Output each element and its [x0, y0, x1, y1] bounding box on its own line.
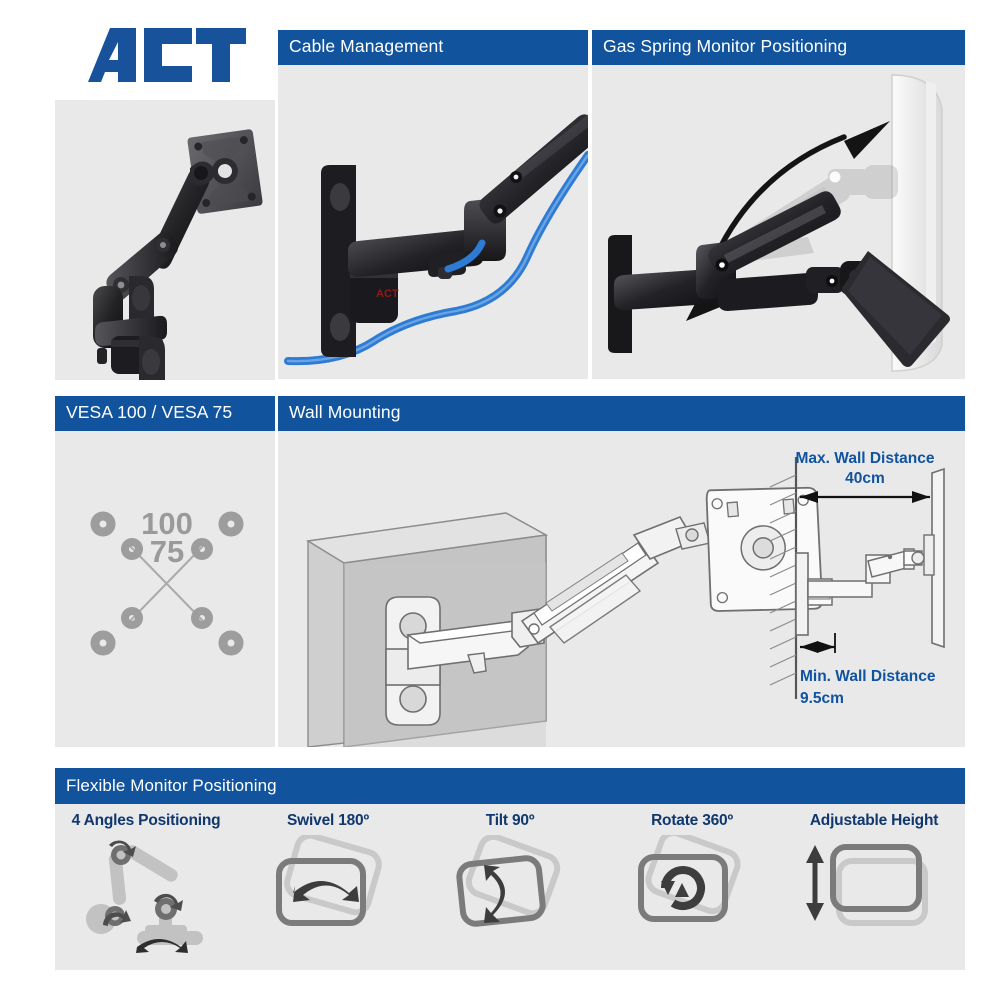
panel-cable-management-body: ACT	[278, 64, 588, 379]
max-wall-distance-label: Max. Wall Distance	[796, 450, 935, 467]
min-wall-distance-value: 9.5cm	[800, 690, 844, 707]
feature-swivel: Swivel 180º	[237, 804, 419, 970]
height-adjust-screen-icon	[806, 843, 928, 926]
feature-height: Adjustable Height	[783, 804, 965, 970]
panel-cable-management-title: Cable Management	[278, 30, 588, 65]
panel-flexible-positioning-body: 4 Angles Positioning	[55, 804, 965, 970]
panel-vesa: VESA 100 / VESA 75	[55, 396, 275, 748]
feature-rotate: Rotate 360º	[601, 804, 783, 970]
wall-mounting-art: Max. Wall Distance 40cm	[278, 430, 965, 747]
vesa-label-100: 100	[141, 506, 193, 541]
act-logo	[58, 24, 258, 86]
panel-gas-spring-body	[592, 64, 965, 379]
panel-gas-spring: Gas Spring Monitor Positioning	[592, 30, 965, 380]
feature-4-angles: 4 Angles Positioning	[55, 804, 237, 970]
panel-flexible-positioning-title: Flexible Monitor Positioning	[55, 768, 965, 804]
cable-management-art: ACT	[278, 64, 588, 379]
vesa-hole-pattern-art: 100 75	[55, 430, 275, 747]
gas-spring-art	[592, 64, 965, 379]
panel-product-photo: ACT	[55, 100, 275, 380]
max-wall-distance-value: 40cm	[845, 470, 885, 487]
panel-wall-mounting-title: Wall Mounting	[278, 396, 965, 431]
tilt-screen-icon	[456, 834, 561, 927]
feature-rotate-label: Rotate 360º	[651, 812, 733, 829]
min-wall-distance-label: Min. Wall Distance	[800, 668, 936, 685]
rotate-screen-icon	[638, 834, 741, 922]
feature-row: 4 Angles Positioning	[55, 804, 965, 970]
feature-4-angles-label: 4 Angles Positioning	[71, 812, 221, 829]
vesa-label-75: 75	[150, 534, 184, 569]
articulating-arm-joints-icon	[86, 840, 203, 953]
feature-height-label: Adjustable Height	[809, 812, 939, 829]
panel-flexible-positioning: Flexible Monitor Positioning 4 Angles Po…	[55, 768, 965, 970]
panel-gas-spring-title: Gas Spring Monitor Positioning	[592, 30, 965, 65]
svg-text:ACT: ACT	[376, 288, 399, 300]
product-photo-body: ACT	[55, 100, 275, 380]
panel-wall-mounting-body: Max. Wall Distance 40cm	[278, 430, 965, 747]
feature-tilt-label: Tilt 90º	[485, 812, 535, 829]
monitor-arm-photo-art: ACT	[55, 100, 275, 380]
panel-vesa-title: VESA 100 / VESA 75	[55, 396, 275, 431]
swivel-screen-icon	[276, 834, 382, 926]
feature-swivel-label: Swivel 180º	[287, 812, 369, 829]
panel-cable-management: Cable Management	[278, 30, 588, 380]
panel-vesa-body: 100 75	[55, 430, 275, 747]
panel-wall-mounting: Wall Mounting	[278, 396, 965, 748]
feature-tilt: Tilt 90º	[419, 804, 601, 970]
